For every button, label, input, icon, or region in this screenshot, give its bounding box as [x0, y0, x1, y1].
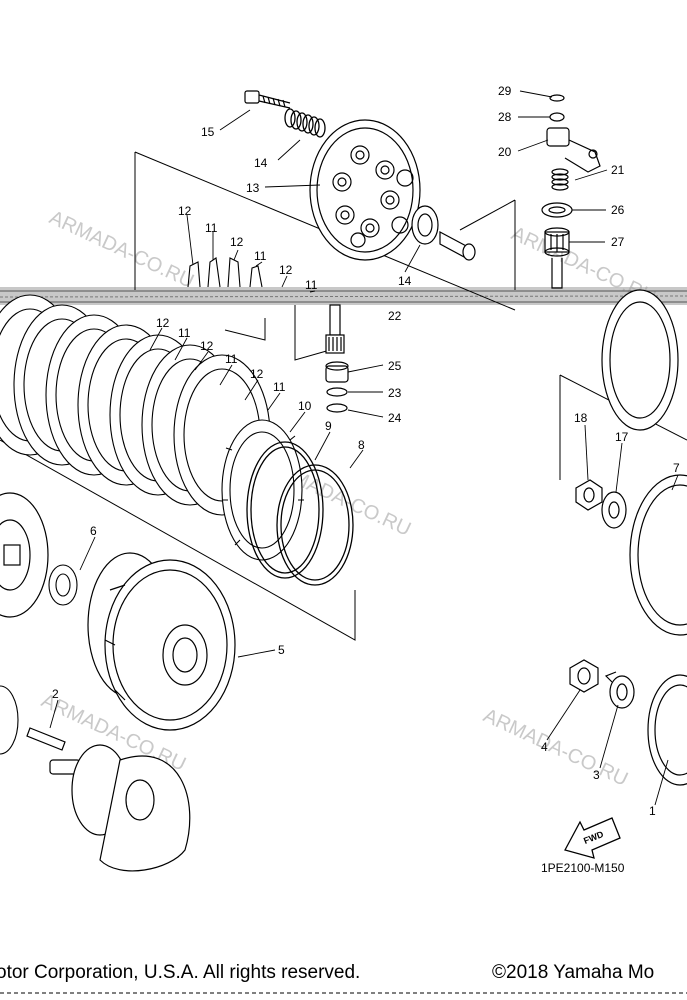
callout-9: 9 — [325, 419, 332, 433]
callout-15: 14 — [254, 156, 268, 170]
callout-2: 2 — [52, 687, 59, 701]
part-28-washer — [549, 112, 565, 122]
callout-11-a: 11 — [205, 221, 218, 235]
part-15-spring — [284, 108, 326, 138]
callout-29: 29 — [498, 84, 512, 98]
callout-11-b: 11 — [254, 249, 267, 263]
callout-10: 10 — [298, 399, 312, 413]
callout-8: 8 — [358, 438, 365, 452]
part-17-washer — [601, 491, 627, 529]
callout-11-f: 11 — [273, 380, 286, 394]
part-8-ring — [276, 464, 354, 586]
callout-6: 6 — [90, 524, 97, 538]
callout-21: 21 — [611, 163, 625, 177]
callout-25: 25 — [388, 359, 402, 373]
callout-16: 15 — [201, 125, 215, 139]
upper-plates — [187, 257, 263, 288]
callout-3: 3 — [593, 768, 600, 782]
callout-22: 22 — [388, 309, 402, 323]
callout-23: 23 — [388, 386, 402, 400]
part-3-lock-washer — [604, 671, 635, 709]
part-29-circlip — [549, 94, 565, 102]
part-2-key — [26, 727, 66, 751]
callout-12-e: 12 — [200, 339, 214, 353]
callout-13: 13 — [246, 181, 260, 195]
copyright-left: otor Corporation, U.S.A. All rights rese… — [0, 962, 361, 983]
part-21-spring — [551, 168, 569, 191]
callout-1: 1 — [649, 804, 656, 818]
callout-26: 26 — [611, 203, 625, 217]
callout-11-d: 11 — [178, 326, 191, 340]
callout-labels: 15 14 13 14 29 28 20 21 26 27 12 11 12 1… — [52, 84, 680, 818]
part-20-lever — [546, 127, 601, 173]
callout-4: 4 — [541, 740, 548, 754]
callout-27: 27 — [611, 235, 625, 249]
callout-11-e: 11 — [225, 352, 238, 366]
part-26-seal — [541, 202, 573, 218]
callout-7: 7 — [673, 461, 680, 475]
clutch-plate-stack — [0, 294, 271, 516]
callout-5: 5 — [278, 643, 285, 657]
callout-28: 28 — [498, 110, 512, 124]
callout-20: 20 — [498, 145, 512, 159]
left-gear-fragment — [0, 685, 19, 755]
part-10-plate — [221, 419, 304, 561]
part-25-bearing — [325, 361, 349, 383]
part-27-bearing — [544, 227, 570, 289]
part-23-washer — [326, 387, 348, 397]
callout-12-b: 12 — [230, 235, 244, 249]
part-1-gear — [647, 674, 687, 786]
callout-12-a: 12 — [178, 204, 192, 218]
fwd-arrow-icon: FWD — [564, 817, 621, 859]
part-6-washer — [48, 564, 78, 606]
part-5-clutch-housing — [87, 552, 236, 731]
watermark-bottom-right: ARMADA-CO.RU — [480, 705, 631, 791]
clutch-boss — [0, 492, 49, 618]
callout-18: 18 — [574, 411, 588, 425]
part-9-spring-ring — [246, 441, 324, 579]
callout-12-c: 12 — [279, 263, 293, 277]
part-24-circlip — [326, 403, 348, 413]
part-7-gear — [601, 289, 687, 636]
leader-lines — [49, 90, 679, 806]
callout-24: 24 — [388, 411, 402, 425]
callout-17: 17 — [615, 430, 629, 444]
callout-12-d: 12 — [156, 316, 170, 330]
callout-14: 14 — [398, 274, 412, 288]
part-18-nut — [575, 479, 603, 511]
part-4-nut — [569, 659, 599, 693]
diagram-code: 1PE2100-M150 — [541, 861, 625, 875]
part-13-pressure-plate — [309, 119, 421, 261]
part-16-bolt — [244, 90, 291, 109]
scan-band — [0, 287, 687, 305]
callout-12-f: 12 — [250, 367, 264, 381]
primary-drive-assembly — [49, 744, 191, 872]
callout-11-c: 11 — [305, 278, 318, 292]
part-22-push-lever-shaft — [325, 304, 345, 354]
copyright-right: ©2018 Yamaha Mo — [492, 962, 655, 983]
watermark-top-left: ARMADA-CO.RU — [46, 207, 197, 293]
part-14-bearing — [411, 205, 476, 261]
